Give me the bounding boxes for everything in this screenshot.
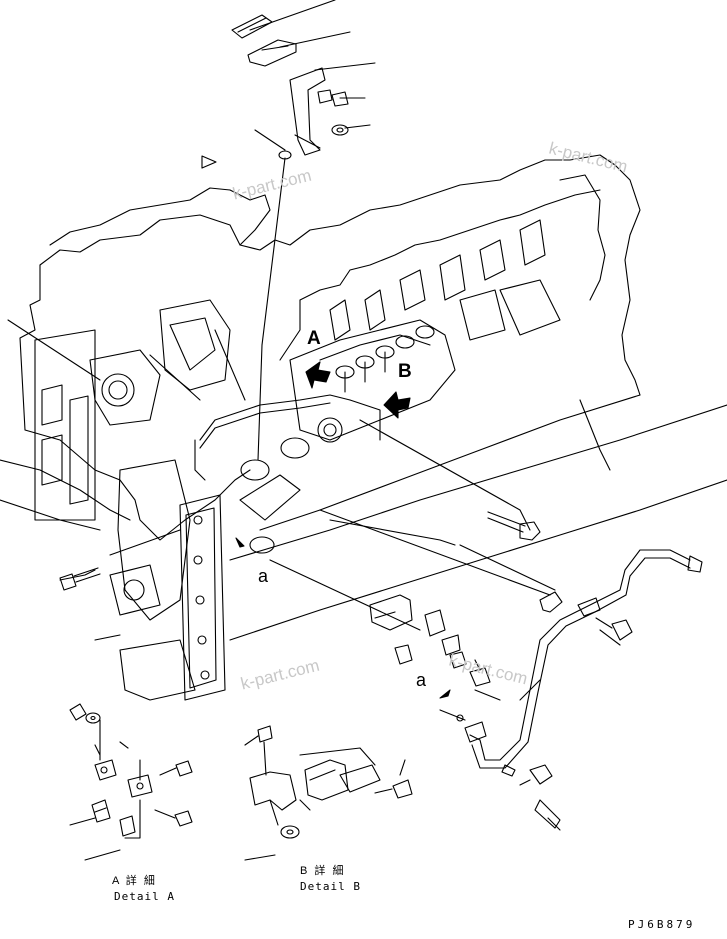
left-bolt bbox=[59, 567, 101, 591]
drawing-code: PJ6B879 bbox=[628, 918, 696, 931]
detail-a-parts bbox=[69, 703, 193, 861]
view-markers bbox=[201, 155, 217, 169]
detail-b-title-jp: B 詳 細 bbox=[300, 865, 346, 877]
view-label-b: B bbox=[398, 361, 412, 382]
long-bolt bbox=[487, 511, 563, 613]
bracket-parts-top bbox=[231, 0, 376, 461]
connector-label-a-lower: a bbox=[416, 670, 427, 690]
connector-label-a-upper: a bbox=[258, 566, 269, 586]
detail-b-title-en: Detail B bbox=[300, 880, 361, 893]
fuel-pipe bbox=[456, 549, 703, 831]
clip-assembly bbox=[369, 594, 491, 687]
view-label-a: A bbox=[307, 328, 321, 349]
detail-b-parts bbox=[244, 725, 413, 861]
detail-a-title-en: Detail A bbox=[114, 890, 175, 903]
leader-lines bbox=[7, 319, 621, 721]
view-arrows bbox=[235, 361, 451, 699]
engine-block bbox=[0, 154, 727, 701]
injection-pump bbox=[194, 319, 456, 554]
detail-a-title-jp: A 詳 細 bbox=[112, 875, 157, 887]
